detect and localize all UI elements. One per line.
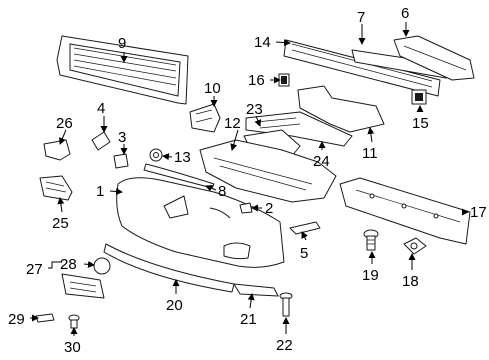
bumper-cover bbox=[116, 177, 285, 268]
retainer-clip bbox=[278, 73, 290, 87]
callout-18: 18 bbox=[402, 273, 419, 290]
callout-19: 19 bbox=[362, 267, 379, 284]
callout-25: 25 bbox=[52, 215, 69, 232]
trim-strip bbox=[289, 221, 321, 235]
small-clip bbox=[113, 153, 129, 169]
callout-24: 24 bbox=[313, 153, 330, 170]
support-bracket-upper bbox=[393, 35, 475, 81]
bracket-left bbox=[43, 139, 71, 161]
cover-clip bbox=[239, 202, 253, 214]
callout-23: 23 bbox=[246, 101, 263, 118]
pin-bolt bbox=[279, 292, 293, 317]
callout-17: 17 bbox=[470, 204, 487, 221]
license-screws bbox=[35, 313, 80, 329]
callout-9: 9 bbox=[118, 35, 126, 52]
callout-26: 26 bbox=[56, 115, 73, 132]
marker-socket bbox=[91, 131, 111, 151]
callout-labels: 9 7 6 14 10 16 15 23 11 12 24 4 3 13 26 … bbox=[8, 5, 487, 356]
grommet bbox=[149, 148, 163, 162]
callout-21: 21 bbox=[240, 311, 257, 328]
callout-6: 6 bbox=[401, 5, 409, 22]
callout-16: 16 bbox=[248, 72, 265, 89]
callout-30: 30 bbox=[64, 339, 81, 356]
callout-3: 3 bbox=[118, 129, 126, 146]
skid-plate bbox=[233, 283, 279, 297]
side-bracket bbox=[39, 175, 73, 201]
callout-10: 10 bbox=[204, 80, 221, 97]
callout-2: 2 bbox=[265, 200, 273, 217]
callout-5: 5 bbox=[300, 245, 308, 262]
callout-8: 8 bbox=[218, 183, 226, 200]
lower-spoiler bbox=[103, 243, 235, 293]
callout-4: 4 bbox=[97, 100, 105, 117]
callout-1: 1 bbox=[96, 183, 104, 200]
fog-lamp-housing bbox=[189, 103, 221, 133]
impact-bar bbox=[339, 177, 471, 245]
callout-20: 20 bbox=[166, 297, 183, 314]
leader-lines bbox=[30, 22, 469, 336]
bolt-18 bbox=[403, 237, 427, 255]
license-bracket bbox=[61, 257, 111, 299]
callout-27: 27 bbox=[26, 261, 43, 278]
callout-22: 22 bbox=[276, 337, 293, 354]
energy-absorber bbox=[199, 139, 337, 203]
callout-11: 11 bbox=[362, 145, 378, 162]
bolt-19 bbox=[363, 229, 379, 251]
callout-13: 13 bbox=[174, 149, 191, 166]
callout-28: 28 bbox=[60, 256, 77, 273]
callout-7: 7 bbox=[357, 9, 365, 26]
callout-15: 15 bbox=[412, 115, 429, 132]
callout-12: 12 bbox=[224, 115, 241, 132]
push-fastener bbox=[411, 89, 427, 105]
callout-29: 29 bbox=[8, 311, 25, 328]
callout-14: 14 bbox=[254, 34, 271, 51]
